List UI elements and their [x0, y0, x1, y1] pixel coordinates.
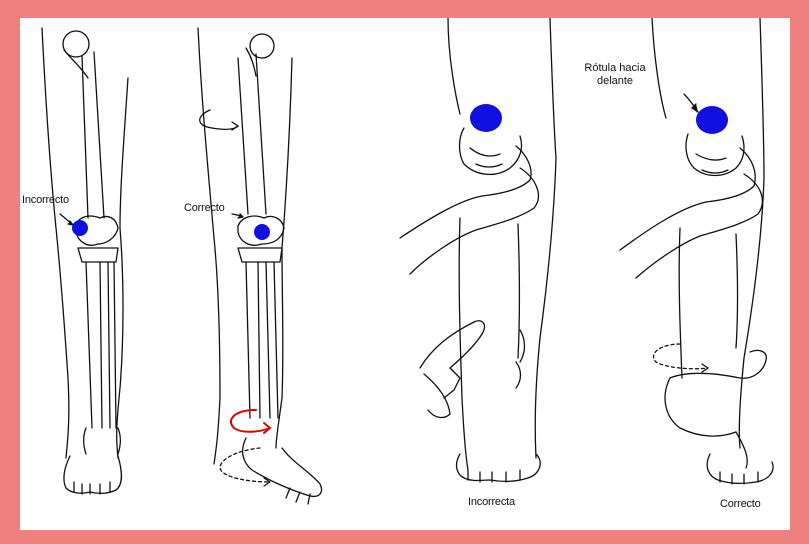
label-incorrecto: Incorrecto [22, 194, 69, 206]
label-correcto-bones: Correcto [184, 202, 225, 214]
figure-1-leg-bones [42, 28, 128, 494]
kneecap-marker-1 [72, 220, 88, 236]
kneecap-marker-3 [470, 104, 502, 132]
figure-3-leg-with-hand [400, 18, 556, 482]
kneecap-marker-2 [254, 224, 270, 240]
illustration-panel: Incorrecto Correcto Incorrecta Correcto … [20, 18, 790, 530]
kneecap-marker-4 [696, 106, 728, 134]
figure-2-leg-bones [198, 28, 322, 504]
annotation-line-2: delante [570, 75, 660, 88]
annotation-kneecap-forward: Rótula hacia delante [570, 62, 660, 88]
leg-alignment-illustration [20, 18, 790, 530]
label-incorrecta: Incorrecta [468, 496, 515, 508]
annotation-line-1: Rótula hacia [570, 62, 660, 75]
label-correcto-hand: Correcto [720, 498, 761, 510]
